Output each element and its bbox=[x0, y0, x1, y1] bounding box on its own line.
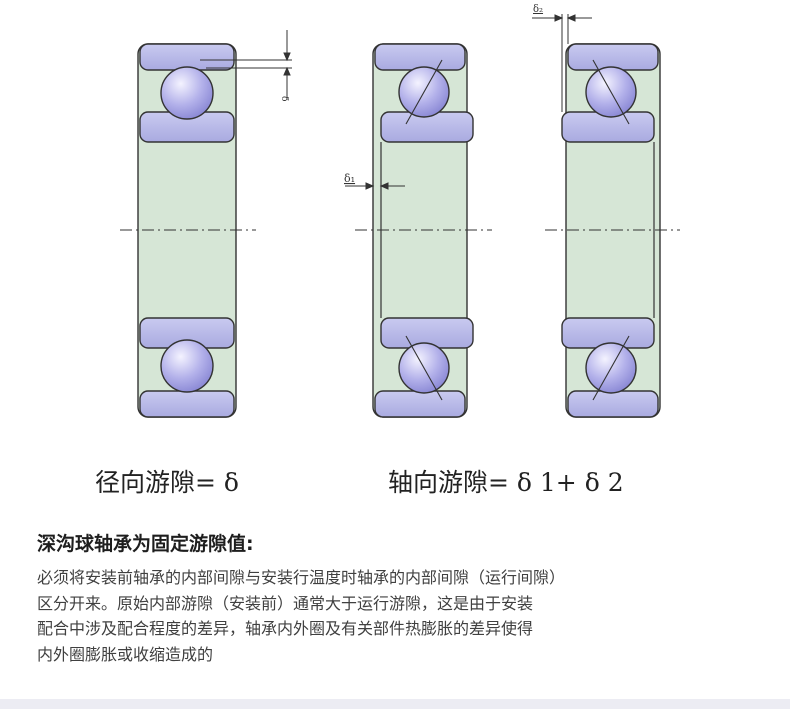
radial-delta-label: δ bbox=[279, 96, 289, 101]
bearing-axial-2: δ₂ bbox=[532, 4, 680, 418]
bearing-clearance-diagram: δ δ₁ bbox=[120, 4, 680, 418]
radial-clearance-caption: 径向游隙= δ bbox=[95, 468, 239, 497]
description-line: 必须将安装前轴承的内部间隙与安装行温度时轴承的内部间隙（运行间隙） bbox=[37, 568, 566, 587]
bearing-radial: δ bbox=[120, 30, 292, 418]
axial-delta2-label: δ₂ bbox=[533, 4, 543, 15]
description-line: 配合中涉及配合程度的差异，轴承内外圈及有关部件热膨胀的差异使得 bbox=[37, 619, 534, 638]
bearing-axial-1: δ₁ bbox=[344, 43, 492, 418]
section-heading: 深沟球轴承为固定游隙值: bbox=[37, 533, 254, 555]
outer-ring-bottom bbox=[139, 390, 235, 418]
axial-clearance-1-dimension bbox=[345, 182, 405, 190]
ball-top bbox=[160, 66, 214, 120]
outer-ring-bottom bbox=[374, 390, 466, 418]
axial-delta1-label: δ₁ bbox=[344, 172, 355, 185]
description-paragraph: 必须将安装前轴承的内部间隙与安装行温度时轴承的内部间隙（运行间隙） 区分开来。原… bbox=[37, 565, 777, 667]
outer-ring-bottom bbox=[567, 390, 659, 418]
radial-clearance-dimension bbox=[200, 30, 292, 100]
contact-line bbox=[592, 335, 630, 401]
footer-band bbox=[0, 699, 790, 709]
description-line: 区分开来。原始内部游隙（安装前）通常大于运行游隙，这是由于安装 bbox=[37, 593, 534, 613]
outer-ring-top bbox=[374, 43, 466, 71]
contact-line bbox=[592, 59, 630, 125]
outer-ring-top bbox=[139, 43, 235, 71]
axial-clearance-caption: 轴向游隙= δ 1+ δ 2 bbox=[388, 468, 624, 497]
ball-bottom bbox=[160, 339, 214, 393]
description-line: 内外圈膨胀或收缩造成的 bbox=[37, 644, 214, 664]
contact-line bbox=[405, 59, 443, 125]
contact-line bbox=[405, 335, 443, 401]
outer-ring-top bbox=[567, 43, 659, 71]
axial-clearance-2-dimension bbox=[532, 14, 592, 112]
